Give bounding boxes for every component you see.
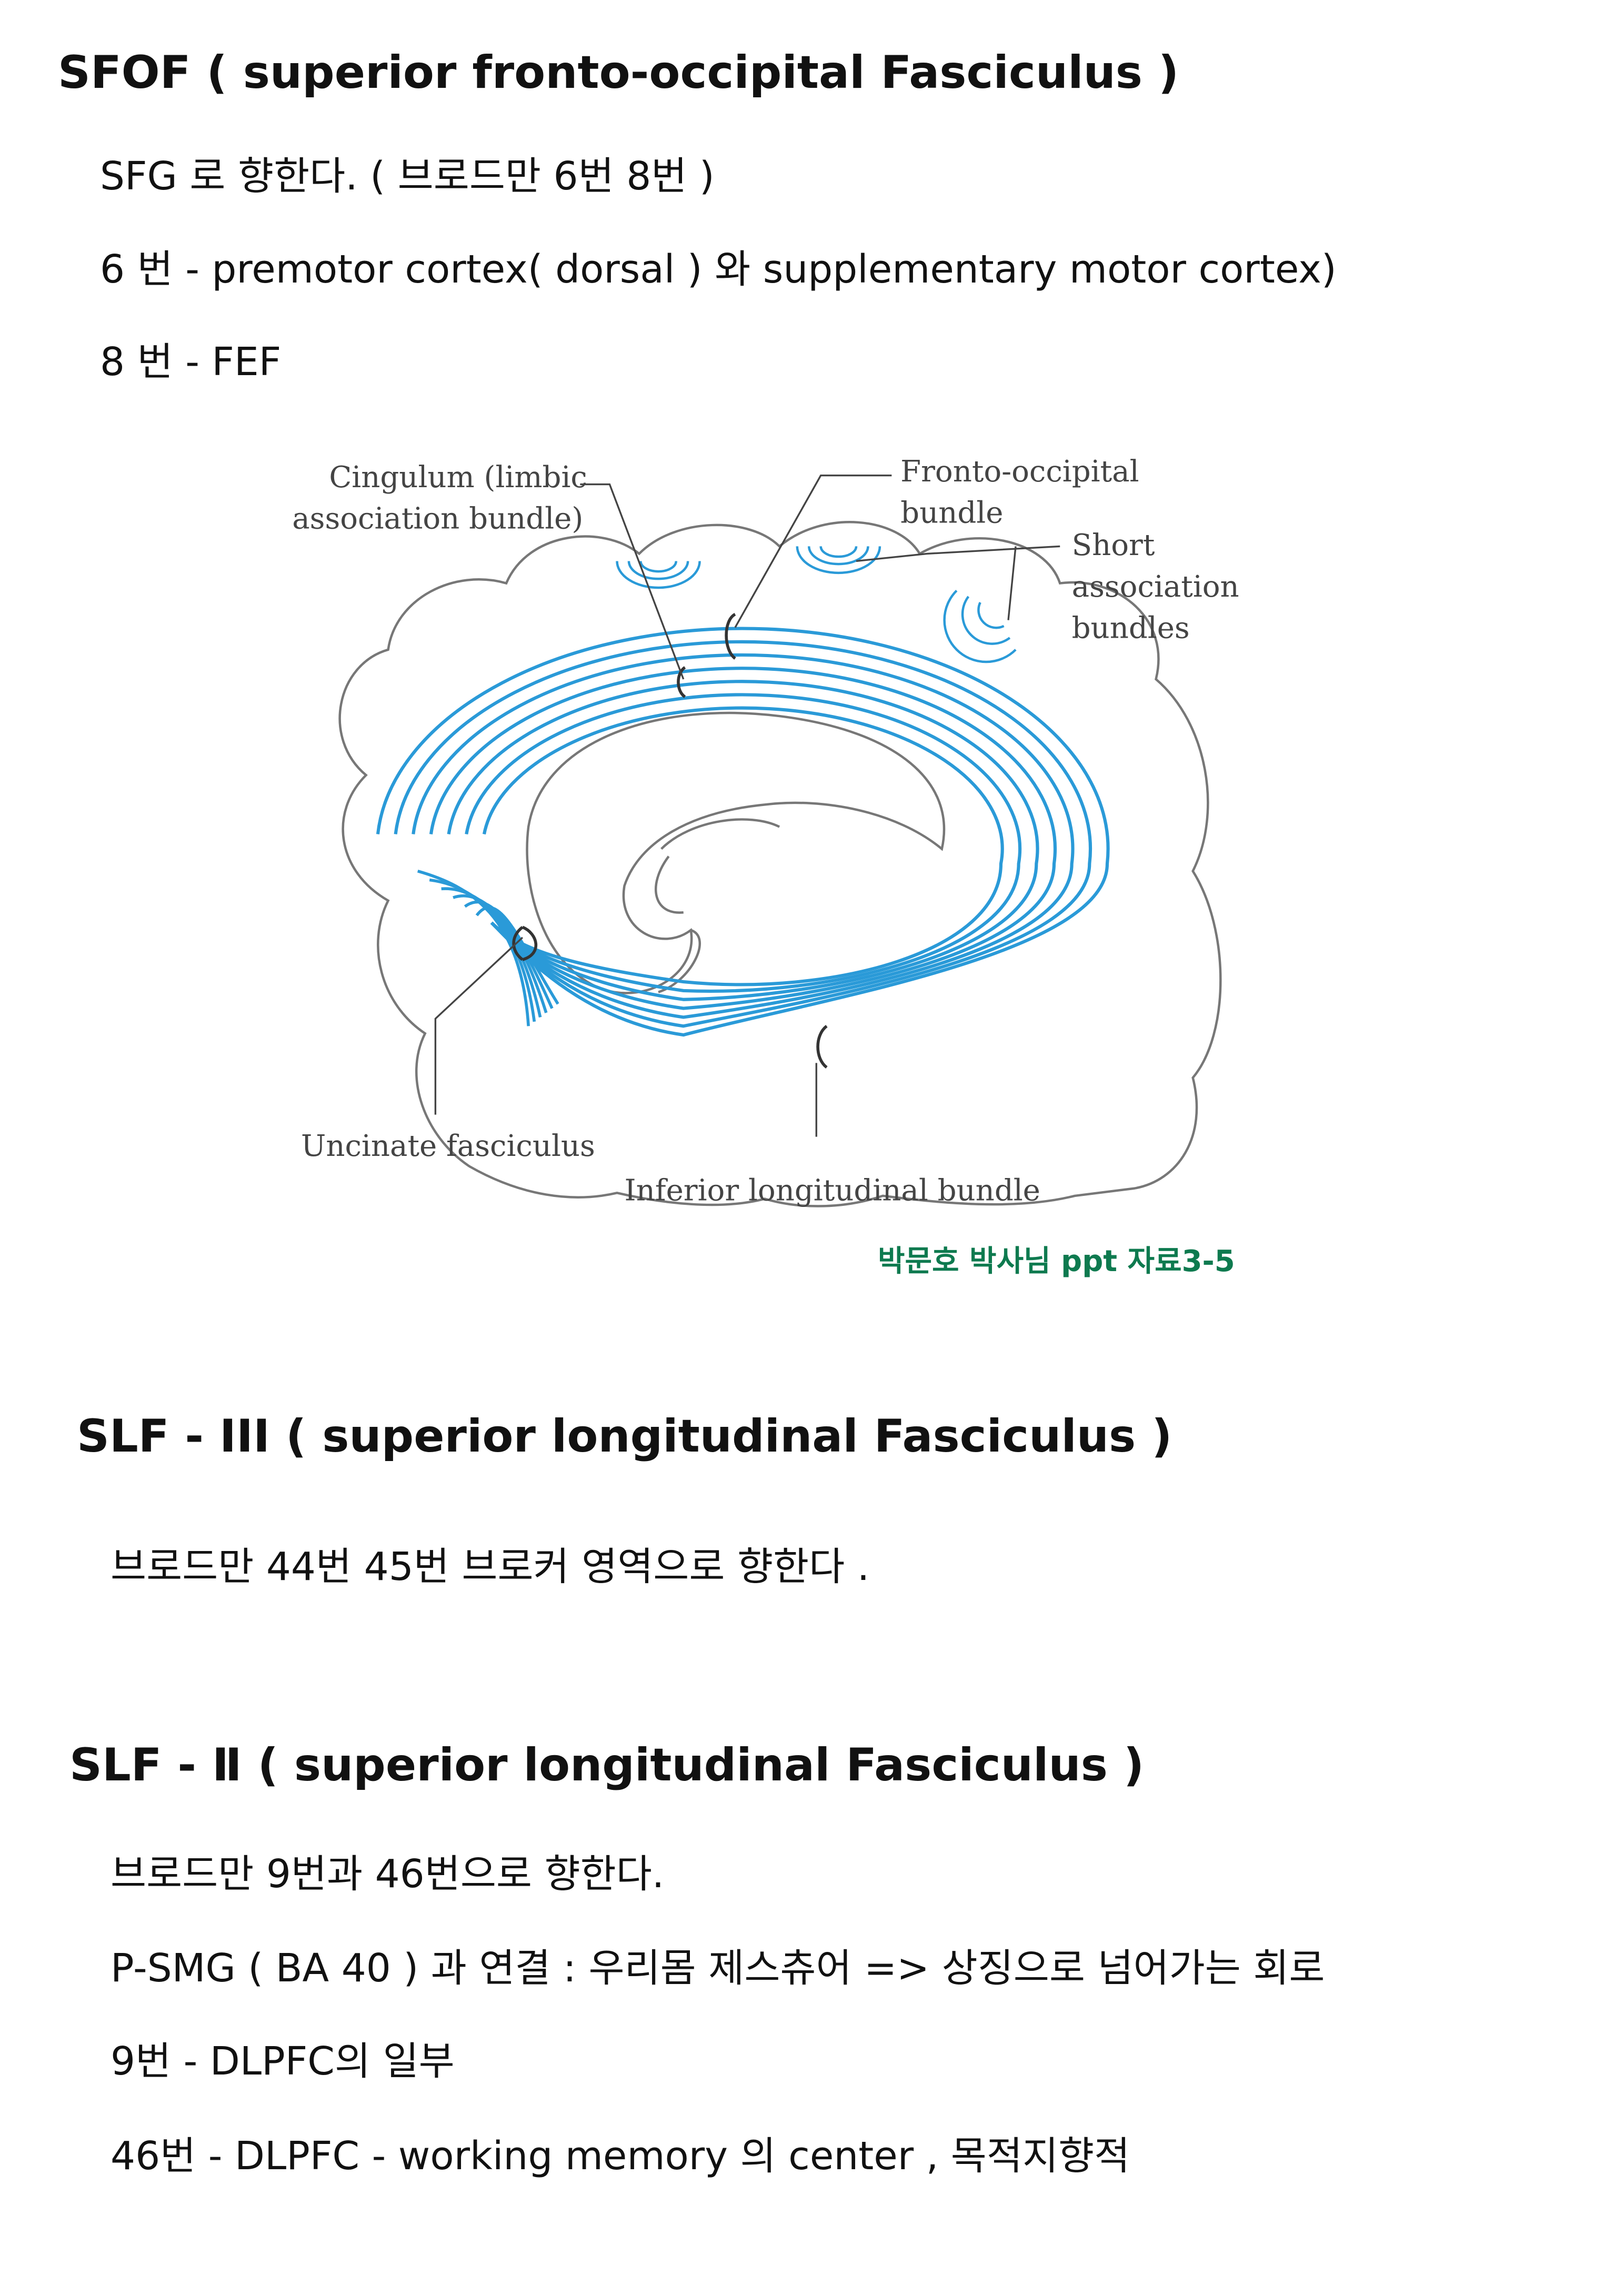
- sfof-line: 8 번 - FEF: [100, 339, 282, 385]
- corpus-callosum-outline: [526, 711, 946, 994]
- short-association-bundles: [616, 546, 1017, 663]
- label-short-association: bundles: [1072, 611, 1190, 645]
- fiber-arc: [447, 680, 1039, 1001]
- fornix-outline: [655, 818, 780, 993]
- leader-lines: [434, 475, 1060, 1137]
- label-uncinate: Uncinate fasciculus: [301, 1129, 595, 1163]
- slf2-line: P-SMG ( BA 40 ) 과 연결 : 우리몸 제스츄어 => 상징으로 …: [111, 1946, 1325, 1991]
- label-cingulum: association bundle): [292, 502, 583, 536]
- sfof-heading: SFOF ( superior fronto-occipital Fascicu…: [58, 46, 1179, 99]
- uncinate-fiber: [429, 878, 536, 1022]
- fiber-arc: [412, 653, 1075, 1019]
- uncinate-fiber: [464, 900, 554, 1009]
- brain-outline: [338, 521, 1222, 1207]
- slf2-line: 브로드만 9번과 46번으로 향한다.: [111, 1851, 665, 1897]
- uncinate-fiber: [441, 887, 542, 1018]
- fiber-bundles: [376, 627, 1110, 1037]
- label-cingulum: Cingulum (limbic: [329, 460, 587, 495]
- label-fronto-occipital: bundle: [900, 496, 1003, 530]
- slf2-heading: SLF - Ⅱ ( superior longitudinal Fascicul…: [69, 1739, 1145, 1791]
- fiber-arc: [394, 640, 1092, 1028]
- section-markers: [512, 612, 828, 1069]
- fiber-arc: [465, 693, 1022, 993]
- label-short-association: Short: [1072, 528, 1155, 562]
- figure-caption: 박문호 박사님 ppt 자료3-5: [878, 1244, 1235, 1278]
- slf2-line: 46번 - DLPFC - working memory 의 center , …: [111, 2133, 1130, 2179]
- slf3-heading: SLF - III ( superior longitudinal Fascic…: [77, 1410, 1172, 1463]
- fiber-arc: [376, 627, 1110, 1037]
- label-fronto-occipital: Fronto-occipital: [900, 455, 1139, 489]
- fiber-arc: [482, 706, 1004, 986]
- label-inferior-longitudinal: Inferior longitudinal bundle: [625, 1173, 1040, 1207]
- uncinate-fiber: [453, 894, 548, 1013]
- label-short-association: association: [1072, 570, 1239, 604]
- slf2-line: 9번 - DLPFC의 일부: [111, 2039, 455, 2084]
- uncinate-fiber: [475, 906, 559, 1005]
- sfof-line: SFG 로 향한다. ( 브로드만 6번 8번 ): [100, 154, 715, 199]
- slf3-line: 브로드만 44번 45번 브로커 영역으로 향한다 .: [111, 1544, 870, 1589]
- fiber-arc: [429, 667, 1057, 1010]
- sfof-line: 6 번 - premotor cortex( dorsal ) 와 supple…: [100, 247, 1337, 292]
- fasciculus-diagram: Cingulum (limbic association bundle) Fro…: [292, 455, 1239, 1207]
- uncinate-fiber: [417, 869, 530, 1026]
